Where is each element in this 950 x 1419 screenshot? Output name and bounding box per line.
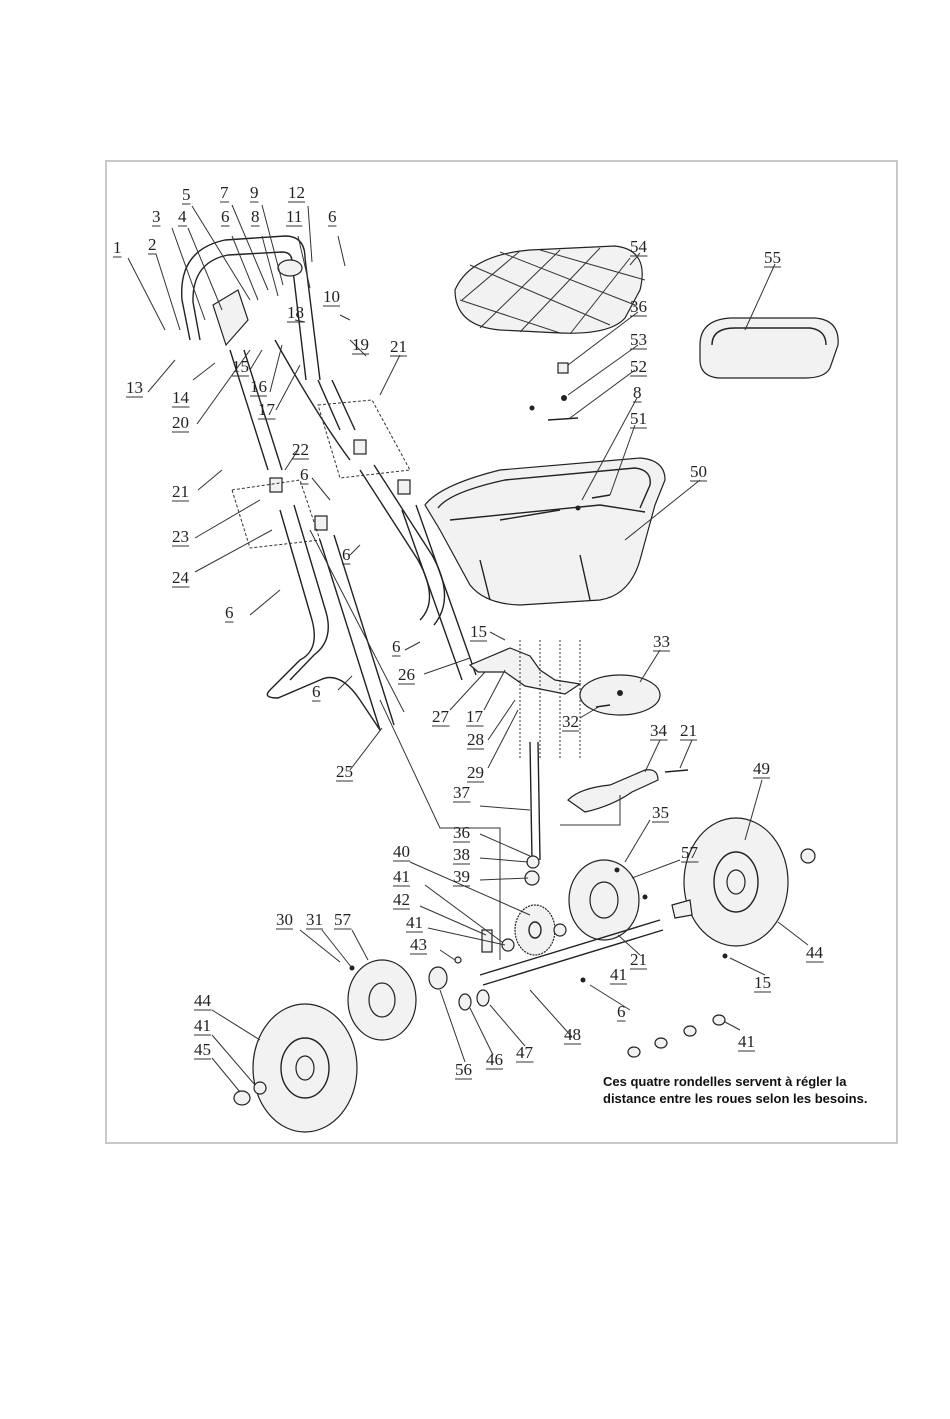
- callout: 8: [633, 383, 642, 402]
- callout: 6: [617, 1002, 626, 1021]
- callout: 37: [453, 783, 471, 802]
- callout: 24: [172, 568, 190, 587]
- callout: 1: [113, 238, 122, 257]
- callout: 13: [126, 378, 143, 397]
- callout: 6: [342, 545, 351, 564]
- callout: 8: [251, 207, 260, 226]
- callout: 31: [306, 910, 323, 929]
- callout: 15: [232, 357, 249, 376]
- spreader-mechanism: [309, 529, 689, 960]
- callout: 49: [753, 759, 770, 778]
- callout: 41: [738, 1032, 755, 1051]
- callout: 52: [630, 357, 647, 376]
- callout: 20: [172, 413, 189, 432]
- callout: 34: [650, 721, 668, 740]
- callout: 4: [178, 207, 187, 226]
- callout: 53: [630, 330, 647, 349]
- callout: 6: [392, 637, 401, 656]
- callout: 41: [194, 1016, 211, 1035]
- callout: 41: [393, 867, 410, 886]
- callout: 39: [453, 867, 470, 886]
- callout: 41: [610, 965, 627, 984]
- callout: 48: [564, 1025, 581, 1044]
- callout: 6: [300, 465, 309, 484]
- callout: 35: [652, 803, 669, 822]
- callout: 54: [630, 237, 648, 256]
- callout: 21: [172, 482, 189, 501]
- callout: 12: [288, 183, 305, 202]
- callout: 44: [806, 943, 824, 962]
- callout: 6: [328, 207, 337, 226]
- callout: 45: [194, 1040, 211, 1059]
- callout: 17: [466, 707, 484, 726]
- callout: 56: [455, 1060, 472, 1079]
- callout: 46: [486, 1050, 503, 1069]
- callout: 44: [194, 991, 212, 1010]
- callout: 55: [764, 248, 781, 267]
- callout: 17: [258, 400, 276, 419]
- callout: 14: [172, 388, 190, 407]
- callout: 26: [398, 665, 415, 684]
- callout: 27: [432, 707, 450, 726]
- callout: 43: [410, 935, 427, 954]
- callout: 25: [336, 762, 353, 781]
- callout: 10: [323, 287, 340, 306]
- callout: 6: [221, 207, 230, 226]
- callout: 28: [467, 730, 484, 749]
- callout: 36: [630, 297, 647, 316]
- callout: 22: [292, 440, 309, 459]
- callout: 41: [406, 913, 423, 932]
- callout: 11: [286, 207, 302, 226]
- callout: 3: [152, 207, 161, 226]
- callout: 16: [250, 377, 267, 396]
- callout: 57: [334, 910, 352, 929]
- callout: 6: [312, 682, 321, 701]
- callout: 42: [393, 890, 410, 909]
- callout: 32: [562, 712, 579, 731]
- washer-adjustment-note: Ces quatre rondelles servent à régler la…: [603, 1074, 868, 1106]
- callout: 6: [225, 603, 234, 622]
- callout: 51: [630, 409, 647, 428]
- callout: 2: [148, 235, 157, 254]
- callout: 40: [393, 842, 410, 861]
- axle-and-wheels: [233, 817, 816, 1133]
- callout: 50: [690, 462, 707, 481]
- callout-labels: 1 2 3 4 5 6 7 8 9 12 11 6 10 18 19 21 13…: [113, 183, 824, 1080]
- callout: 23: [172, 527, 189, 546]
- callout: 29: [467, 763, 484, 782]
- callout: 57: [681, 843, 699, 862]
- callout: 36: [453, 823, 470, 842]
- callout: 9: [250, 183, 259, 202]
- callout: 21: [630, 950, 647, 969]
- callout: 30: [276, 910, 293, 929]
- handle-assembly: [181, 235, 477, 731]
- callout: 33: [653, 632, 670, 651]
- callout: 18: [287, 303, 304, 322]
- leader-lines: [127, 204, 809, 1093]
- callout: 21: [390, 337, 407, 356]
- callout: 19: [352, 335, 369, 354]
- hopper-assembly: [424, 245, 839, 606]
- callout: 15: [754, 973, 771, 992]
- callout: 47: [516, 1043, 534, 1062]
- callout: 21: [680, 721, 697, 740]
- callout: 15: [470, 622, 487, 641]
- callout: 7: [220, 183, 229, 202]
- callout: 38: [453, 845, 470, 864]
- callout: 5: [182, 185, 191, 204]
